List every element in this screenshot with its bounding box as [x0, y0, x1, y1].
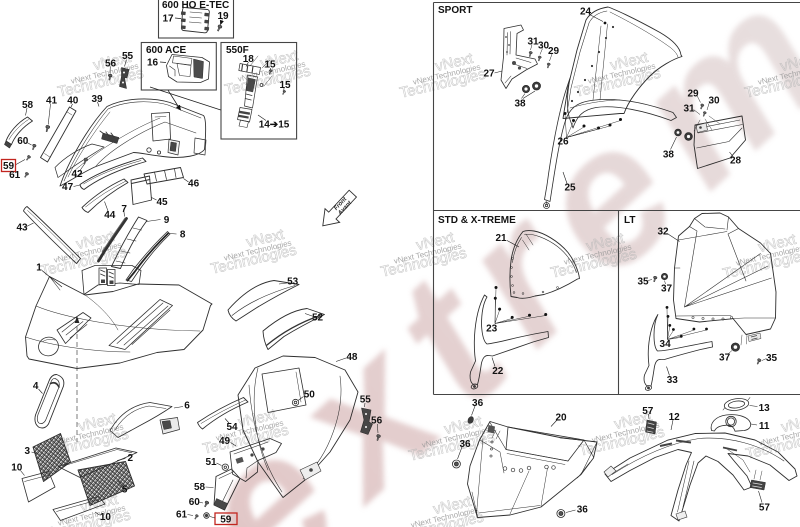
- svg-text:56: 56: [105, 59, 117, 70]
- svg-text:29: 29: [548, 46, 560, 57]
- svg-text:550F: 550F: [226, 45, 249, 56]
- svg-text:55: 55: [122, 51, 134, 62]
- svg-text:37: 37: [661, 284, 673, 295]
- svg-text:8: 8: [180, 230, 186, 241]
- svg-text:SPORT: SPORT: [438, 5, 472, 16]
- svg-text:51: 51: [205, 457, 217, 468]
- svg-text:39: 39: [91, 94, 103, 105]
- svg-text:28: 28: [730, 156, 742, 167]
- svg-text:17: 17: [162, 13, 174, 24]
- svg-text:LT: LT: [624, 215, 635, 226]
- svg-text:25: 25: [564, 183, 576, 194]
- svg-text:36: 36: [459, 439, 471, 450]
- svg-text:9: 9: [164, 215, 170, 226]
- svg-text:600 ACE: 600 ACE: [146, 45, 187, 56]
- svg-text:27: 27: [483, 69, 495, 80]
- svg-text:56: 56: [371, 416, 383, 427]
- svg-text:36: 36: [577, 505, 589, 516]
- svg-text:59: 59: [220, 515, 232, 526]
- svg-text:50: 50: [304, 389, 316, 400]
- svg-text:10: 10: [100, 512, 112, 523]
- svg-text:1: 1: [36, 263, 42, 274]
- svg-text:47: 47: [62, 182, 74, 193]
- svg-text:23: 23: [486, 323, 498, 334]
- svg-text:5: 5: [122, 485, 128, 496]
- svg-text:15: 15: [264, 60, 276, 71]
- svg-text:32: 32: [657, 226, 669, 237]
- svg-text:61: 61: [9, 170, 21, 181]
- svg-text:46: 46: [188, 179, 200, 190]
- svg-text:16: 16: [147, 58, 159, 69]
- svg-text:35: 35: [766, 353, 778, 364]
- svg-text:60: 60: [189, 497, 201, 508]
- svg-text:59: 59: [3, 161, 15, 172]
- svg-text:30: 30: [708, 96, 720, 107]
- svg-text:29: 29: [687, 89, 699, 100]
- svg-text:36: 36: [472, 398, 484, 409]
- svg-text:30: 30: [538, 41, 550, 52]
- svg-text:600 HO E-TEC: 600 HO E-TEC: [162, 0, 229, 11]
- svg-text:35: 35: [637, 277, 649, 288]
- svg-text:58: 58: [22, 100, 34, 111]
- svg-text:57: 57: [759, 503, 771, 514]
- svg-text:11: 11: [759, 421, 770, 432]
- svg-text:40: 40: [67, 96, 79, 107]
- svg-text:34: 34: [660, 339, 672, 350]
- svg-text:41: 41: [46, 96, 58, 107]
- svg-text:13: 13: [759, 403, 771, 414]
- svg-text:26: 26: [557, 137, 569, 148]
- svg-text:24: 24: [580, 7, 592, 18]
- svg-text:49: 49: [219, 436, 231, 447]
- svg-text:53: 53: [287, 277, 299, 288]
- svg-text:14➔15: 14➔15: [259, 120, 290, 131]
- svg-text:31: 31: [527, 36, 539, 47]
- svg-text:61: 61: [176, 510, 188, 521]
- svg-text:STD & X-TREME: STD & X-TREME: [438, 215, 516, 226]
- svg-text:57: 57: [642, 406, 654, 417]
- svg-text:38: 38: [514, 98, 526, 109]
- svg-text:42: 42: [71, 169, 83, 180]
- svg-text:45: 45: [156, 197, 168, 208]
- svg-text:31: 31: [683, 104, 695, 115]
- svg-text:18: 18: [243, 54, 255, 65]
- svg-text:37: 37: [719, 352, 731, 363]
- svg-text:15: 15: [279, 80, 291, 91]
- svg-text:33: 33: [667, 375, 679, 386]
- svg-text:2: 2: [128, 453, 134, 464]
- svg-text:52: 52: [312, 312, 324, 323]
- svg-text:55: 55: [360, 395, 372, 406]
- svg-text:21: 21: [495, 233, 507, 244]
- svg-text:44: 44: [104, 210, 116, 221]
- svg-text:7: 7: [121, 204, 127, 215]
- svg-text:10: 10: [11, 463, 23, 474]
- svg-text:58: 58: [194, 482, 206, 493]
- svg-text:48: 48: [346, 352, 358, 363]
- svg-text:6: 6: [184, 401, 190, 412]
- svg-text:54: 54: [226, 422, 238, 433]
- svg-text:12: 12: [669, 412, 681, 423]
- svg-text:3: 3: [25, 446, 31, 457]
- svg-text:22: 22: [492, 366, 504, 377]
- svg-text:4: 4: [33, 381, 39, 392]
- svg-text:43: 43: [16, 222, 28, 233]
- svg-text:38: 38: [663, 149, 675, 160]
- svg-text:60: 60: [17, 136, 29, 147]
- svg-text:20: 20: [555, 412, 567, 423]
- svg-text:19: 19: [217, 11, 229, 22]
